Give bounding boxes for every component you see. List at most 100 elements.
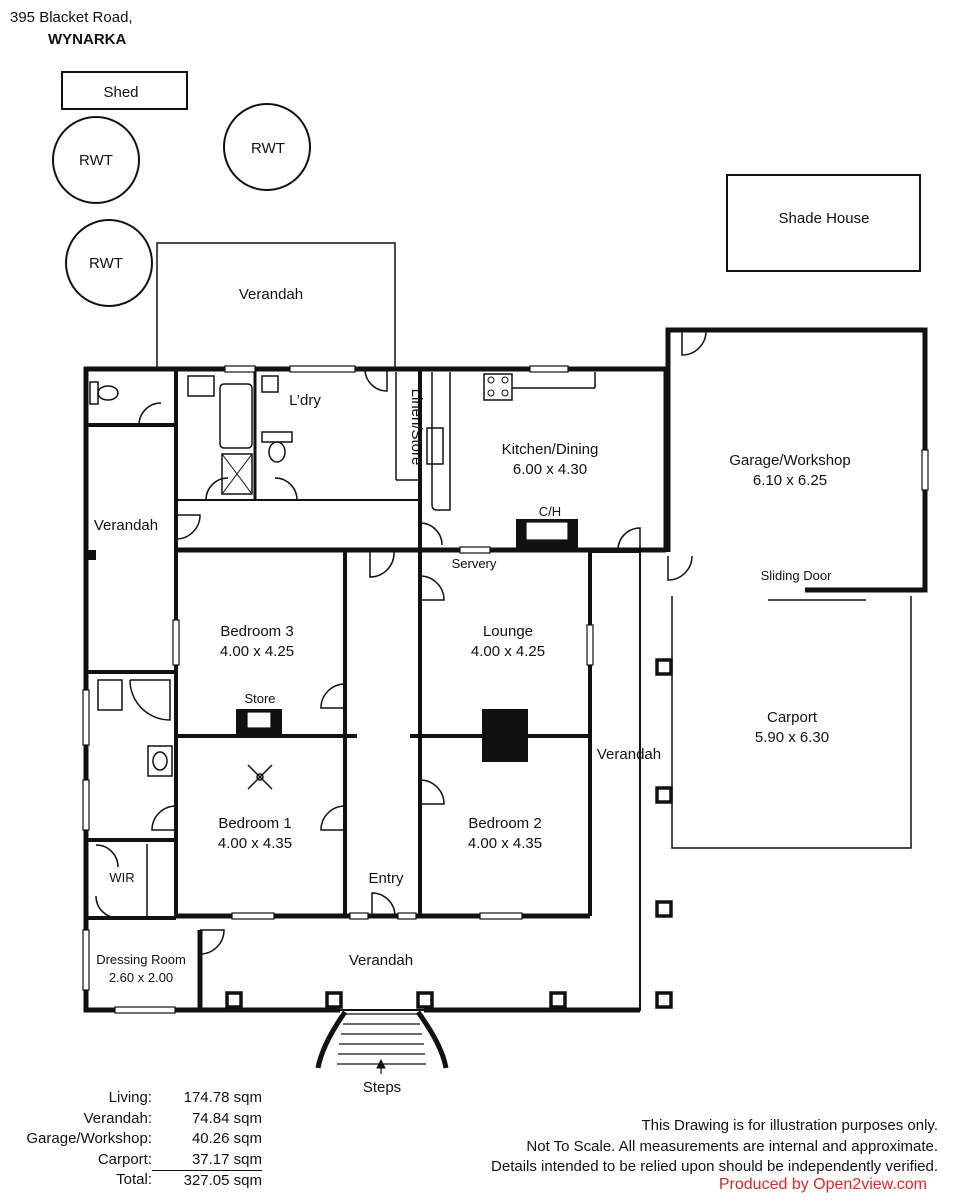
verandah-wrap-outline bbox=[200, 551, 641, 1011]
door-bed2 bbox=[419, 779, 445, 805]
credit-link[interactable]: Produced by Open2view.com bbox=[718, 1176, 927, 1193]
door-wc bbox=[138, 402, 162, 426]
area-value: 174.78 sqm bbox=[183, 1089, 262, 1106]
fireplace-lounge bbox=[482, 709, 528, 762]
shower-base bbox=[221, 453, 253, 495]
label-bed1-name: Bedroom 1 bbox=[218, 815, 291, 832]
label-rwt-2: RWT bbox=[251, 140, 285, 157]
area-row-living: Living: 174.78 sqm bbox=[10, 1088, 262, 1109]
door-verandah-left bbox=[175, 514, 201, 540]
total-label: Total: bbox=[116, 1171, 152, 1188]
ensuite-basin bbox=[147, 745, 173, 777]
area-value: 40.26 sqm bbox=[191, 1130, 262, 1147]
label-garage-name: Garage/Workshop bbox=[729, 452, 850, 469]
address-suburb: WYNARKA bbox=[48, 31, 127, 48]
label-bed3-dims: 4.00 x 4.25 bbox=[220, 643, 294, 660]
door-bath bbox=[205, 477, 229, 501]
ensuite-toilet bbox=[97, 679, 123, 711]
disclaimer-line-3: Details intended to be relied upon shoul… bbox=[491, 1158, 938, 1175]
address-line-1: 395 Blacket Road, bbox=[10, 9, 133, 26]
area-label: Living: bbox=[108, 1089, 152, 1106]
area-row-carport: Carport: 37.17 sqm bbox=[10, 1150, 262, 1171]
door-bed1 bbox=[320, 805, 346, 831]
label-bed3-name: Bedroom 3 bbox=[220, 623, 293, 640]
kitchen-sink bbox=[426, 427, 444, 465]
label-dressing-name: Dressing Room bbox=[96, 952, 186, 967]
label-shed: Shed bbox=[103, 84, 138, 101]
label-kitchen-name: Kitchen/Dining bbox=[502, 441, 599, 458]
total-value: 327.05 sqm bbox=[152, 1170, 262, 1192]
door-kitchen-verandah bbox=[617, 527, 641, 551]
label-servery: Servery bbox=[452, 556, 497, 571]
label-rwt-1: RWT bbox=[79, 152, 113, 169]
rwt-tank-1 bbox=[52, 116, 140, 204]
vanity bbox=[187, 375, 215, 397]
post-marker bbox=[86, 550, 96, 560]
floor-plan: Shed RWT RWT RWT Shade House Verandah Ve… bbox=[52, 71, 929, 1096]
door-dressing bbox=[95, 895, 119, 919]
cooktop bbox=[483, 373, 513, 401]
label-verandah-top: Verandah bbox=[239, 286, 303, 303]
label-rwt-3: RWT bbox=[89, 255, 123, 272]
area-row-total: Total: 327.05 sqm bbox=[10, 1170, 262, 1192]
label-lounge-dims: 4.00 x 4.25 bbox=[471, 643, 545, 660]
label-bed1-dims: 4.00 x 4.35 bbox=[218, 835, 292, 852]
label-bed2-name: Bedroom 2 bbox=[468, 815, 541, 832]
door-wc2 bbox=[274, 477, 298, 501]
area-label: Garage/Workshop: bbox=[26, 1130, 152, 1147]
label-linen-store: Linen/Store bbox=[408, 389, 425, 466]
area-row-verandah: Verandah: 74.84 sqm bbox=[10, 1109, 262, 1130]
area-value: 74.84 sqm bbox=[191, 1109, 262, 1127]
label-lounge-name: Lounge bbox=[483, 623, 533, 640]
label-sliding-door: Sliding Door bbox=[761, 568, 832, 583]
bathtub bbox=[219, 383, 253, 449]
front-steps bbox=[337, 1013, 426, 1074]
shed-outline bbox=[61, 71, 188, 110]
rwt-tank-2 bbox=[223, 103, 311, 191]
label-garage-dims: 6.10 x 6.25 bbox=[753, 472, 827, 489]
label-shade-house: Shade House bbox=[779, 210, 870, 227]
verandah-posts bbox=[225, 658, 673, 1009]
verandah-top-outline bbox=[156, 242, 396, 367]
label-store: Store bbox=[244, 691, 275, 706]
label-verandah-left: Verandah bbox=[94, 517, 158, 534]
label-laundry: L’dry bbox=[289, 392, 321, 409]
label-bed2-dims: 4.00 x 4.35 bbox=[468, 835, 542, 852]
wc-cistern-2 bbox=[89, 381, 99, 405]
area-label: Verandah: bbox=[83, 1109, 152, 1127]
door-ensuite bbox=[151, 805, 177, 831]
disclaimer: This Drawing is for illustration purpose… bbox=[491, 1116, 938, 1178]
label-ch: C/H bbox=[539, 504, 561, 519]
laundry-tub bbox=[261, 375, 279, 393]
carport-outline bbox=[671, 596, 912, 849]
door-garage-side bbox=[667, 555, 693, 581]
wc-bowl-2 bbox=[97, 385, 119, 401]
door-bed3 bbox=[320, 683, 346, 709]
area-label: Carport: bbox=[97, 1150, 152, 1168]
ceiling-fan-icon bbox=[247, 764, 273, 790]
disclaimer-line-1: This Drawing is for illustration purpose… bbox=[641, 1117, 938, 1134]
steps-balustrade-right bbox=[415, 1010, 449, 1069]
door-entry bbox=[371, 892, 396, 917]
area-row-garage: Garage/Workshop: 40.26 sqm bbox=[10, 1129, 262, 1150]
door-wir bbox=[95, 844, 119, 868]
area-summary: Living: 174.78 sqm Verandah: 74.84 sqm G… bbox=[10, 1088, 262, 1192]
door-dressing-verandah bbox=[199, 929, 225, 955]
label-steps: Steps bbox=[363, 1079, 401, 1096]
garage-walls bbox=[665, 327, 928, 593]
door-hall bbox=[369, 551, 395, 578]
windows bbox=[82, 365, 929, 1014]
steps-balustrade-left bbox=[315, 1010, 348, 1069]
label-carport-name: Carport bbox=[767, 709, 818, 726]
wc-cistern bbox=[261, 431, 293, 443]
disclaimer-line-2: Not To Scale. All measurements are inter… bbox=[526, 1137, 938, 1155]
wc-bowl bbox=[268, 441, 286, 463]
solid-fixtures bbox=[86, 519, 578, 762]
door-kitchen bbox=[419, 522, 443, 546]
label-verandah-front: Verandah bbox=[349, 952, 413, 969]
label-verandah-right: Verandah bbox=[597, 746, 661, 763]
label-wir: WIR bbox=[109, 870, 134, 885]
kitchen-bench bbox=[431, 372, 451, 511]
shade-house-outline bbox=[726, 174, 921, 272]
door-lounge bbox=[419, 575, 445, 601]
